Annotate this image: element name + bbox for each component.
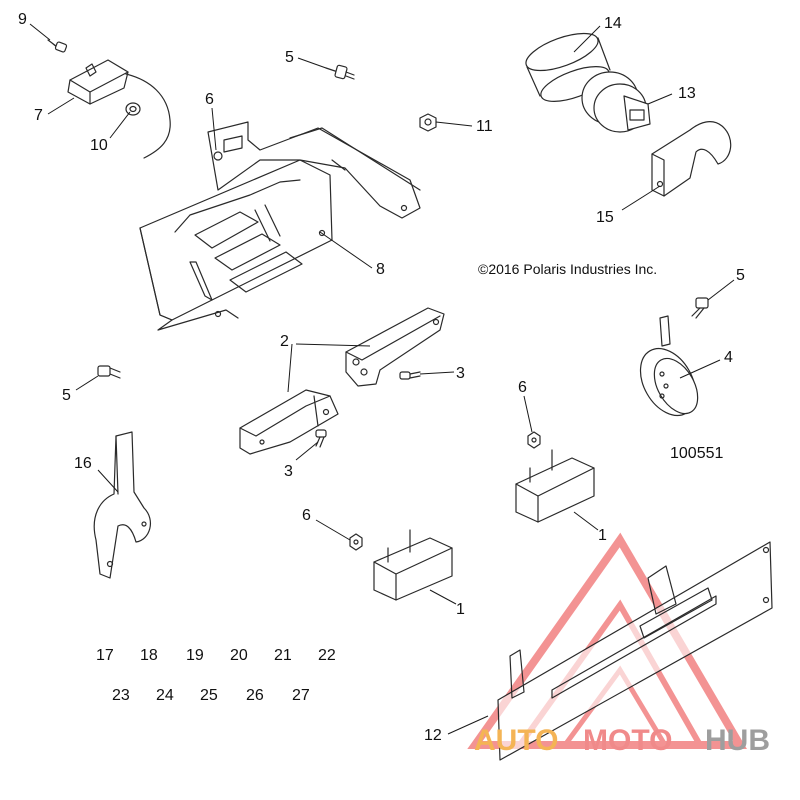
callout-7: 7 — [34, 107, 43, 124]
callout-15: 15 — [596, 209, 614, 226]
watermark-auto: AUTO — [474, 724, 558, 757]
ref-number: 24 — [156, 687, 174, 704]
part-13-horn-housing — [581, 71, 651, 133]
part-3-screw-b — [315, 429, 327, 448]
ref-number: 20 — [230, 647, 248, 664]
callout-9: 9 — [18, 11, 27, 28]
callout-16: 16 — [74, 455, 92, 472]
part-1-marker-light-center — [373, 529, 453, 601]
part-16-bracket — [93, 431, 152, 579]
leader-lines — [29, 23, 735, 735]
ref-number: 27 — [292, 687, 310, 704]
callout-12: 12 — [424, 727, 442, 744]
part-6-nut-right — [527, 431, 541, 449]
callout-5-top: 5 — [285, 49, 294, 66]
part-5-bolt-right — [691, 297, 709, 319]
diagram-id: 100551 — [670, 445, 723, 462]
callout-6-top: 6 — [205, 91, 214, 108]
part-11-nut — [419, 113, 437, 132]
part-2-bracket-lower — [239, 389, 339, 455]
callout-4: 4 — [724, 349, 733, 366]
callout-14: 14 — [604, 15, 622, 32]
part-8-main-bracket — [139, 121, 421, 331]
ref-number: 22 — [318, 647, 336, 664]
part-14-horn-ring — [525, 32, 611, 102]
ref-number: 23 — [112, 687, 130, 704]
part-1-marker-light-right — [515, 449, 595, 523]
callout-2: 2 — [280, 333, 289, 350]
callout-10: 10 — [90, 137, 108, 154]
ref-number: 17 — [96, 647, 114, 664]
callout-6-center: 6 — [302, 507, 311, 524]
unused-reference-row-2: 23 24 25 26 27 — [112, 687, 310, 704]
part-3-screw-a — [399, 371, 421, 380]
part-9-screw — [47, 39, 68, 53]
callout-3-lower: 3 — [284, 463, 293, 480]
callout-11: 11 — [476, 118, 493, 135]
copyright-text: ©2016 Polaris Industries Inc. — [478, 261, 657, 277]
callout-3-upper: 3 — [456, 365, 465, 382]
callout-1-center: 1 — [456, 601, 465, 618]
callout-8: 8 — [376, 261, 385, 278]
part-7-license-light — [67, 59, 171, 159]
ref-number: 26 — [246, 687, 264, 704]
callout-5-left: 5 — [62, 387, 71, 404]
unused-reference-row-1: 17 18 19 20 21 22 — [96, 647, 336, 664]
ref-number: 25 — [200, 687, 218, 704]
callout-labels: 9 7 10 6 5 11 14 13 15 8 5 4 2 3 3 5 6 1… — [18, 11, 745, 744]
part-15-horn-bracket — [651, 121, 732, 197]
watermark-logo-text: AUTO MOTO HUB — [474, 724, 770, 757]
part-12-plate-bracket — [497, 541, 773, 761]
ref-number: 19 — [186, 647, 204, 664]
callout-13: 13 — [678, 85, 696, 102]
part-10-washer — [125, 102, 141, 116]
part-2-bracket-upper — [345, 307, 445, 387]
callout-6-right: 6 — [518, 379, 527, 396]
part-5-bolt-top — [325, 64, 355, 80]
part-5-bolt-left — [97, 365, 121, 379]
watermark-hub: HUB — [705, 724, 770, 757]
watermark-moto: MOTO — [583, 724, 672, 757]
ref-number: 21 — [274, 647, 292, 664]
part-6-nut-center — [349, 533, 363, 551]
part-4-horn — [639, 315, 699, 417]
callout-5-right: 5 — [736, 267, 745, 284]
callout-1-right: 1 — [598, 527, 607, 544]
ref-number: 18 — [140, 647, 158, 664]
